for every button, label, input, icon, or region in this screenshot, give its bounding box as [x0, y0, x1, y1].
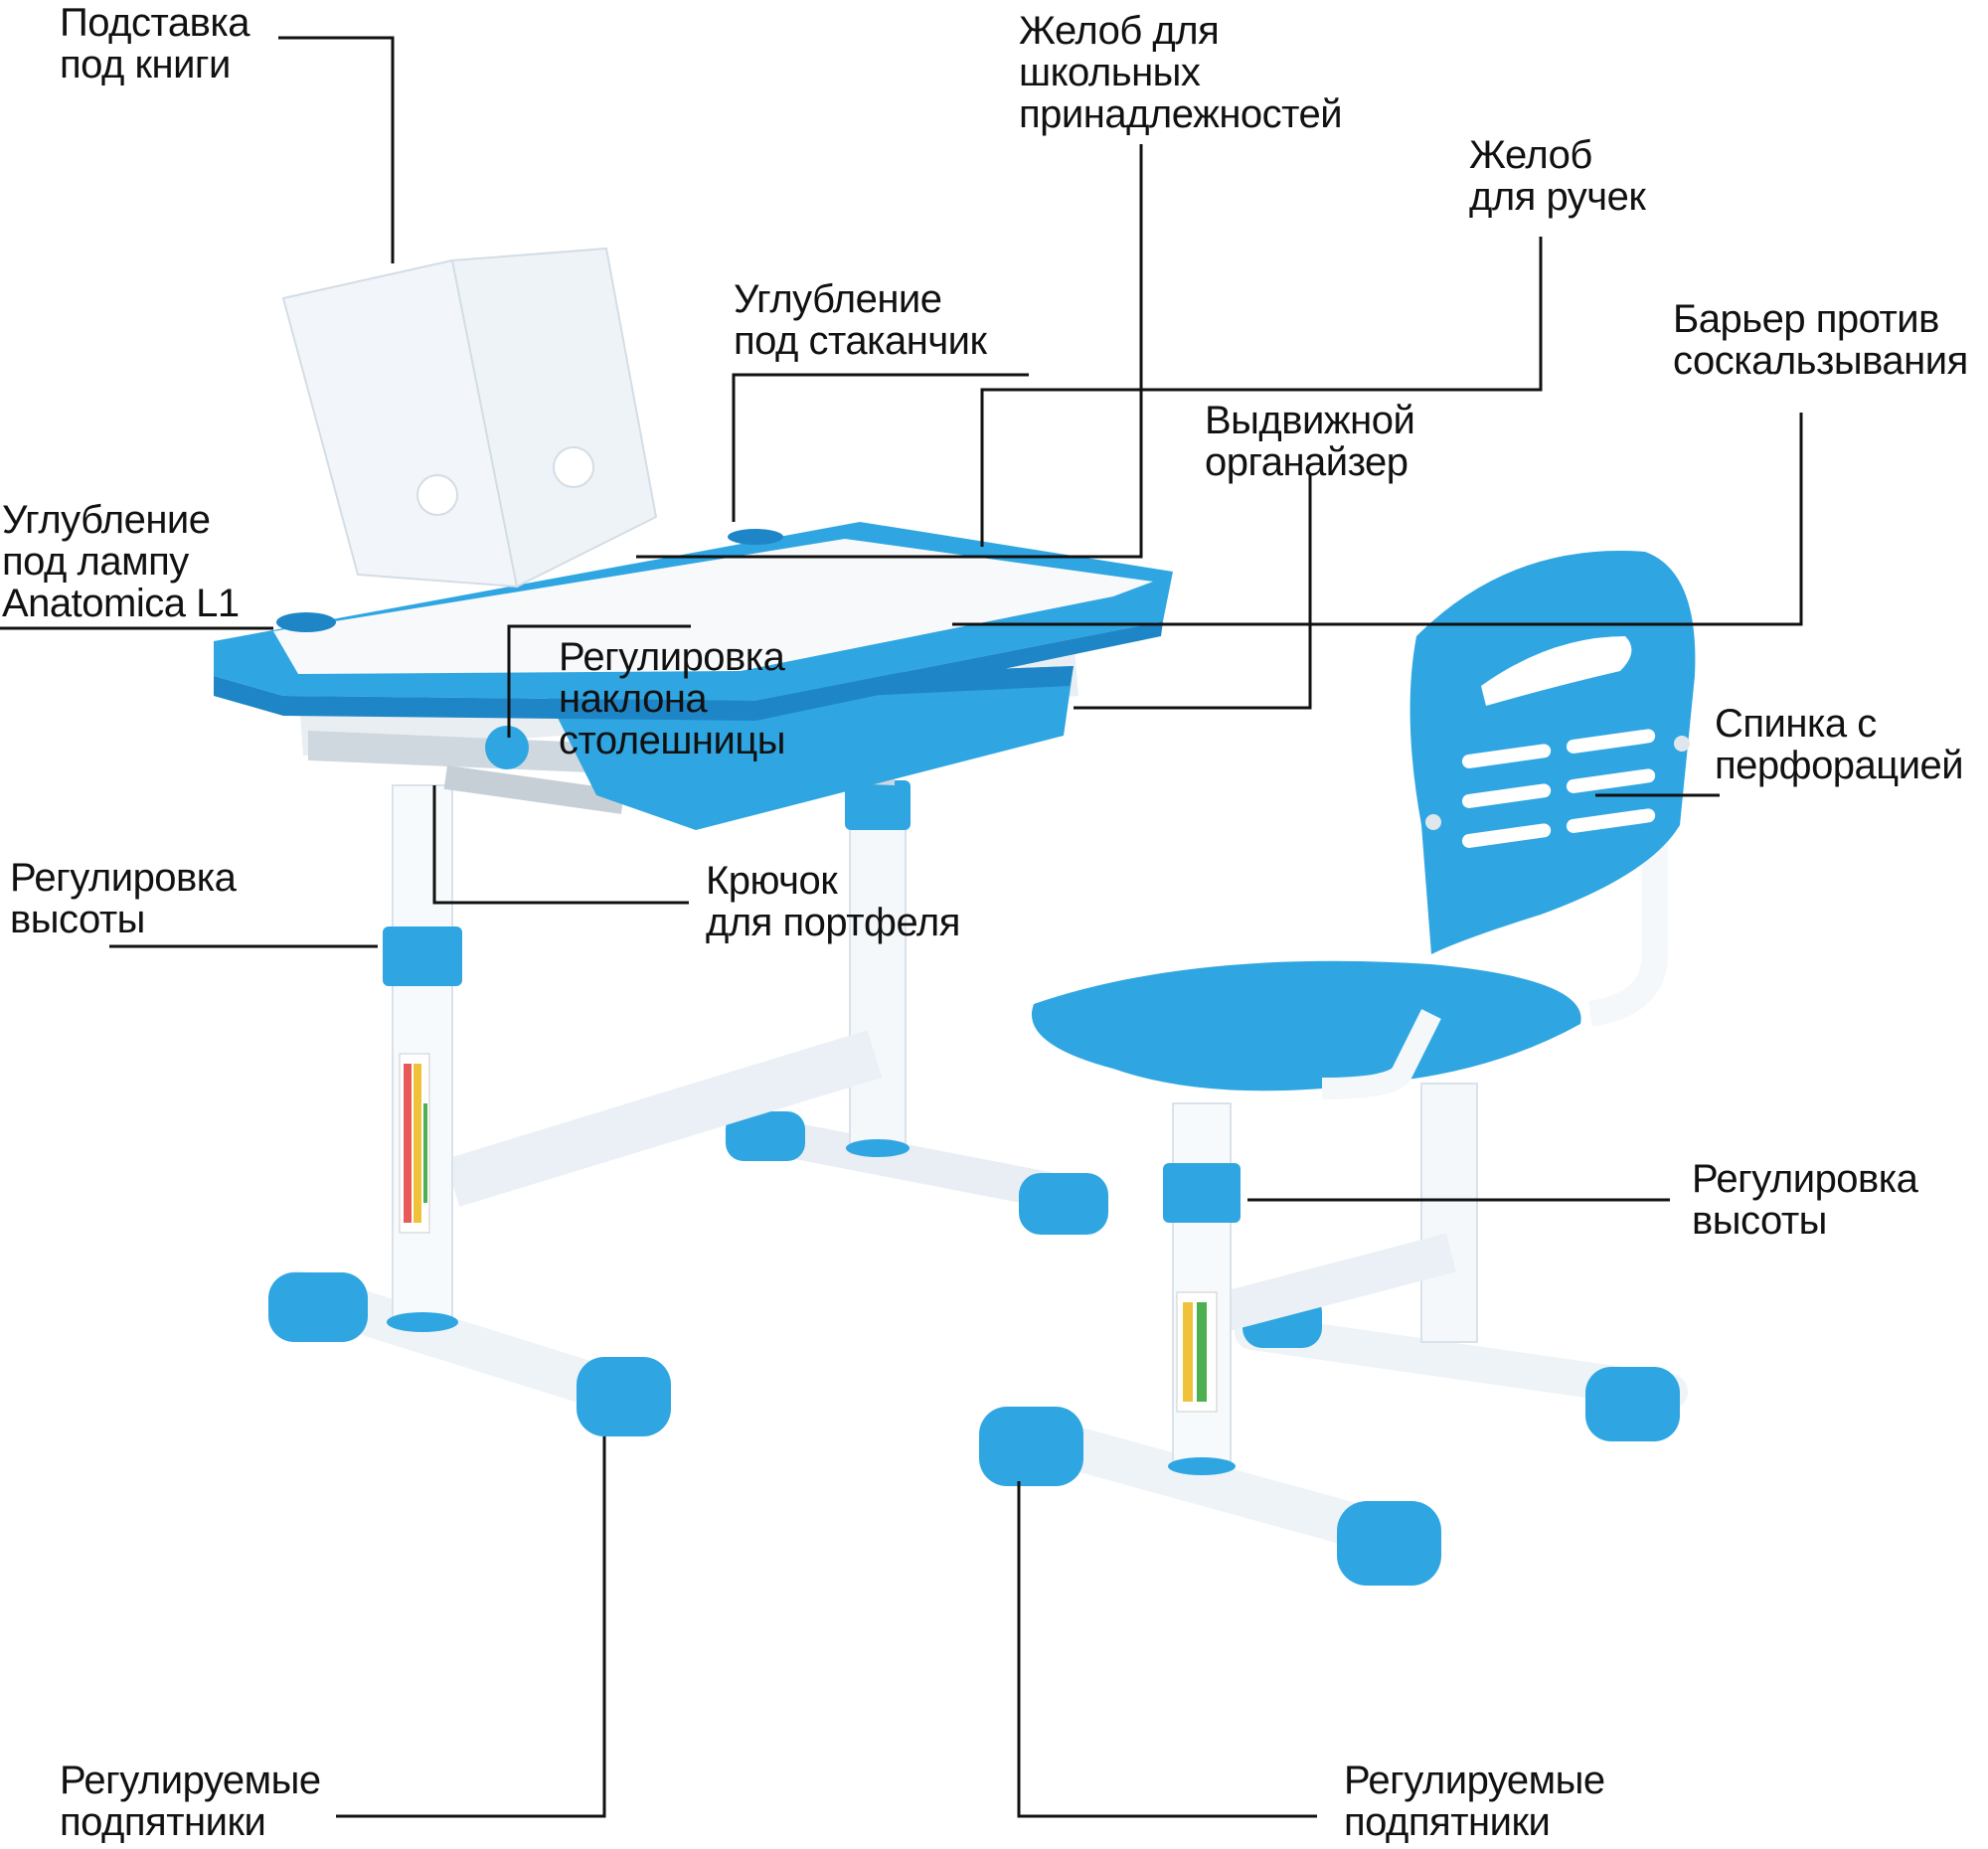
label-book-stand: Подставка под книги — [60, 1, 249, 86]
foot-pad — [1337, 1501, 1441, 1586]
foot-pad — [1585, 1367, 1680, 1441]
lamp-recess — [276, 612, 336, 632]
chair — [979, 551, 1696, 1586]
label-lamp-recess: Углубление под лампу Anatomica L1 — [2, 498, 240, 625]
foot-pad — [577, 1357, 671, 1436]
label-height-chair: Регулировка высоты — [1692, 1157, 1918, 1243]
foot-pad — [726, 1111, 805, 1161]
foot-pad — [1019, 1173, 1108, 1235]
label-height-desk: Регулировка высоты — [10, 856, 237, 941]
label-organizer: Выдвижной органайзер — [1205, 399, 1415, 484]
label-bag-hook: Крючок для портфеля — [706, 859, 960, 944]
foot-pad — [268, 1272, 368, 1342]
label-feet-desk: Регулируемые подпятники — [60, 1759, 321, 1844]
desk-base — [268, 666, 1108, 1436]
label-anti-slip: Барьер против соскальзывания — [1673, 297, 1968, 383]
label-feet-chair: Регулируемые подпятники — [1344, 1759, 1605, 1844]
book-stand — [281, 247, 658, 588]
foot-pad — [979, 1407, 1083, 1486]
label-pen-tray: Желоб для ручек — [1469, 133, 1646, 219]
label-tilt: Регулировка наклона столешницы — [559, 635, 786, 762]
label-school-tray: Желоб для школьных принадлежностей — [1019, 9, 1343, 136]
desk-top — [214, 522, 1173, 721]
height-collar — [1163, 1163, 1241, 1223]
label-backrest: Спинка с перфорацией — [1715, 702, 1964, 787]
cup-recess — [728, 529, 783, 545]
tilt-knob — [485, 726, 529, 769]
leader-lines — [0, 36, 1803, 1818]
label-cup-recess: Углубление под стаканчик — [734, 277, 987, 363]
height-collar — [383, 926, 462, 986]
chair-seat — [1031, 960, 1581, 1092]
